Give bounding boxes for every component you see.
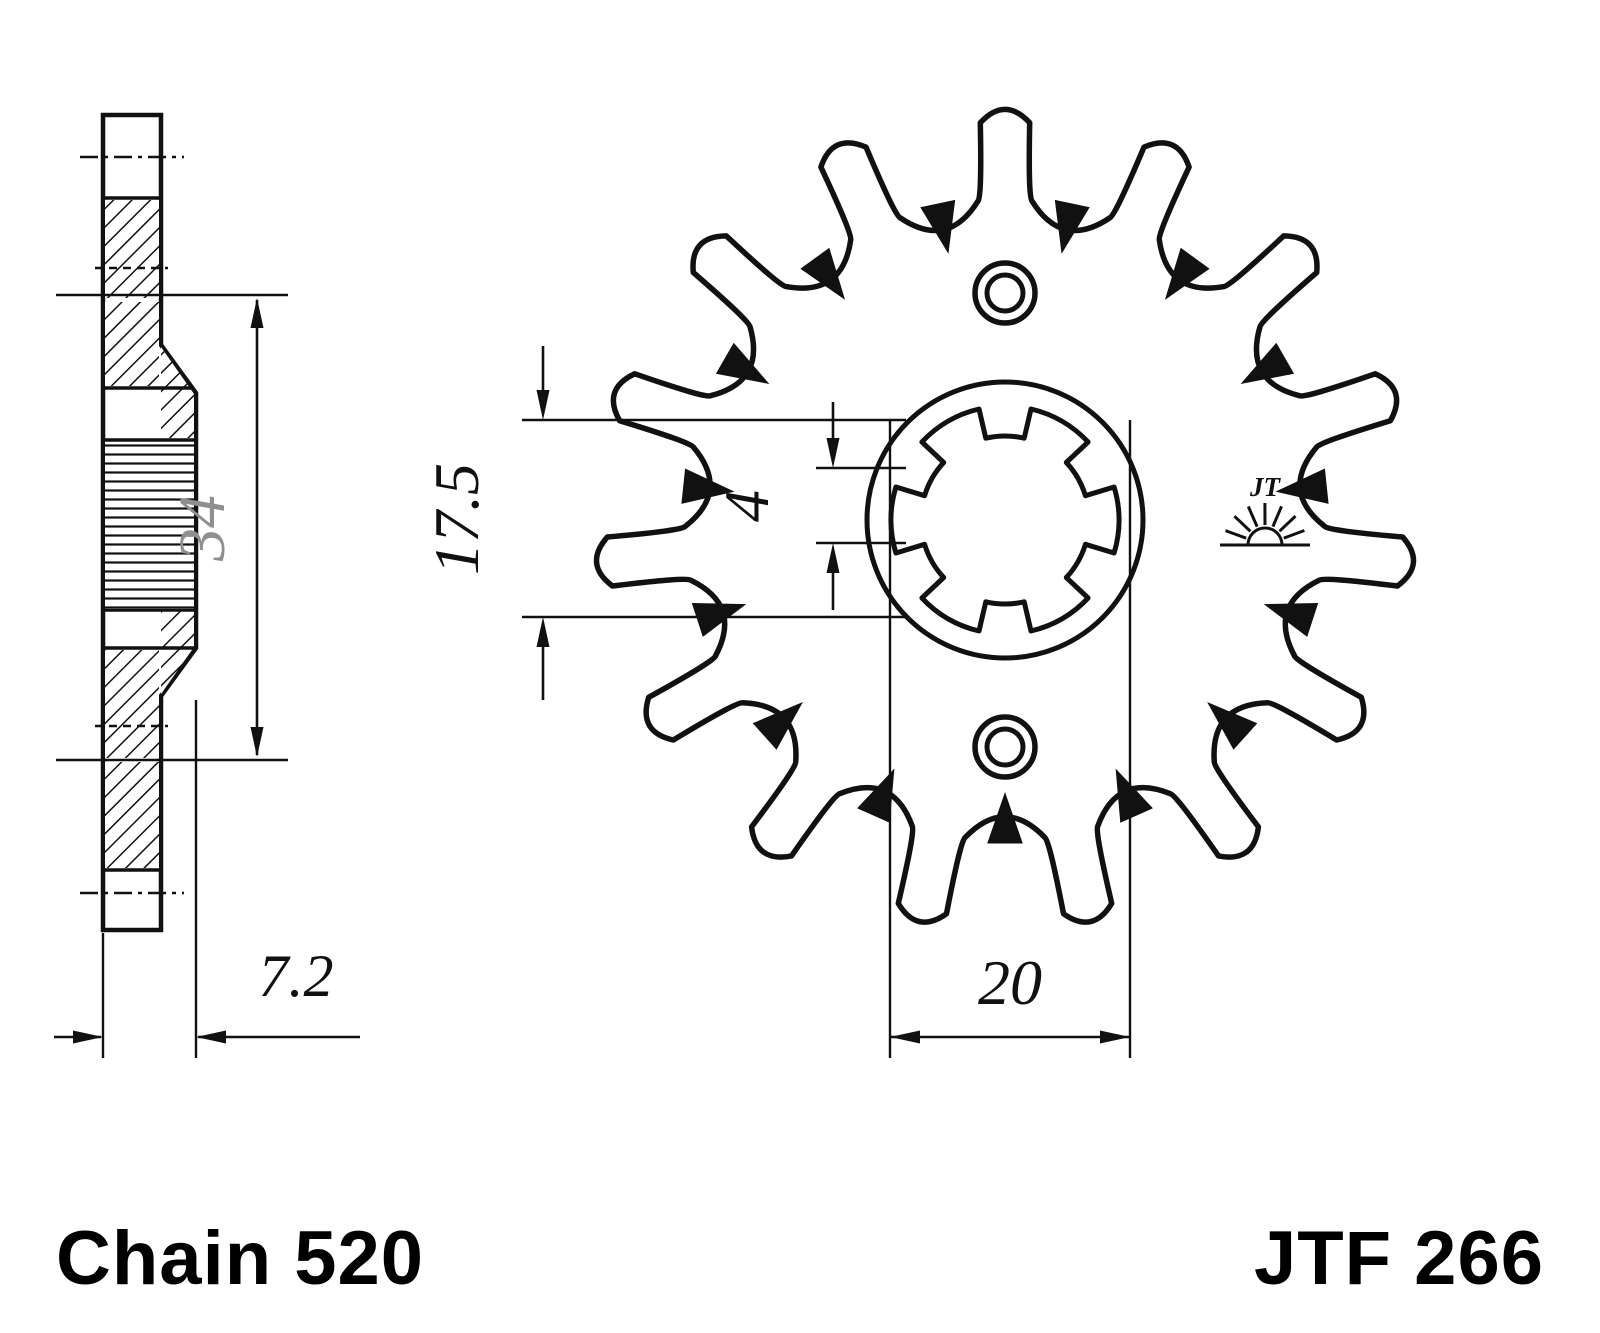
spline-bore-profile [888,406,1122,634]
tooth-valley-mark [1240,342,1295,384]
dim-label-20: 20 [978,947,1042,1018]
tooth-valley-mark [987,792,1023,844]
bolt-hole-outer [972,260,1038,326]
arrowhead [826,543,840,573]
tooth-valley-mark [1164,247,1210,300]
bolt-hole-outer [972,714,1038,780]
tooth-valley-mark [715,342,770,384]
section-hatch-upper-web [105,302,159,386]
jt-logo-ray [1224,529,1247,540]
tooth-valley-marks [681,199,1329,844]
arrowhead [536,390,550,420]
arrowhead [890,1030,920,1044]
tooth-valley-mark [800,247,846,300]
jt-logo-text: JT [1249,472,1282,502]
arrowhead [536,617,550,647]
jt-logo-ray [1246,505,1259,528]
section-hatch-lower-web [105,650,159,758]
jt-logo-ray [1271,505,1283,528]
dimension-annotations [54,293,1132,1058]
side-section-view [80,112,199,933]
dim-label-34: 34 [166,495,239,562]
chain-size-label: Chain 520 [56,1216,424,1301]
tooth-valley-mark [681,468,735,504]
tooth-valley-mark [1275,468,1329,504]
bolt-hole-inner [984,272,1026,314]
tooth-valley-mark [1115,768,1153,823]
tooth-valley-mark [1263,603,1319,637]
jt-logo-ray [1283,529,1305,540]
front-view [593,106,1417,925]
tooth-valley-mark [1054,199,1090,254]
section-spline-zone [105,440,194,608]
dim-label-17-5: 17.5 [421,463,492,575]
jt-logo-rays [1224,502,1305,540]
section-hatch-upper-rim [105,200,159,298]
tooth-valley-mark [752,702,803,750]
bolt-hole-bottom [972,714,1038,780]
jt-logo-ray [1278,515,1297,533]
arrowhead [1100,1030,1130,1044]
tooth-valley-mark [857,768,895,823]
section-hatch-flange-top [161,347,194,438]
tooth-valley-mark [1207,702,1258,750]
bolt-hole-inner [984,726,1026,768]
jt-logo-sun-arc [1246,526,1284,546]
arrowhead [250,727,264,757]
section-hatch-lower-rim [105,762,159,868]
part-number-label: JTF 266 [1254,1216,1544,1301]
section-hatch-flange-bottom [161,610,194,694]
jt-logo-ray [1233,515,1252,533]
dim-label-4: 4 [711,490,782,522]
tooth-valley-mark [920,199,956,254]
arrowhead [250,298,264,328]
arrowhead [73,1030,103,1044]
bolt-hole-top [972,260,1038,326]
dim-label-7-2: 7.2 [259,943,334,1009]
tooth-valley-mark [691,603,747,637]
arrowhead [196,1030,226,1044]
arrowhead [826,438,840,468]
jt-logo: JT [1220,472,1310,547]
